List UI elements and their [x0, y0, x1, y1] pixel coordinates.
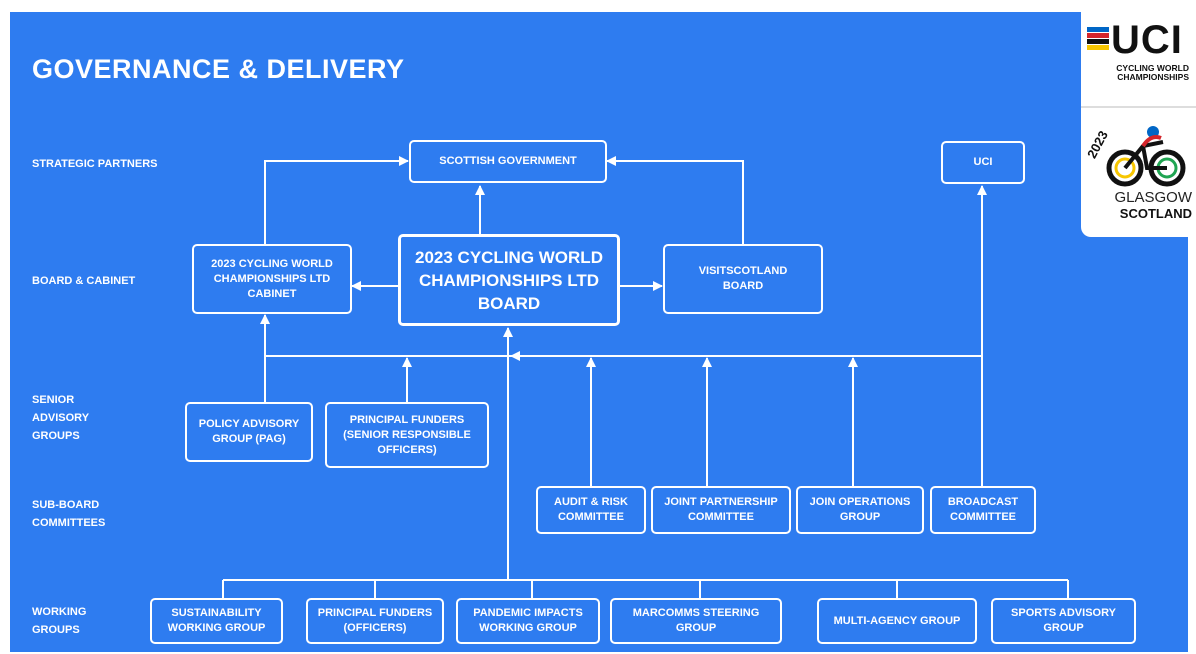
logo-divider — [1081, 106, 1196, 108]
logo-country: SCOTLAND — [1119, 206, 1192, 221]
logo-subtitle: CYCLING WORLD CHAMPIONSHIPS — [1116, 63, 1189, 82]
stripe — [1087, 39, 1109, 44]
node-sustainability-working-group: SUSTAINABILITY WORKING GROUP — [150, 598, 283, 644]
node-marcomms-steering-group: MARCOMMS STEERING GROUP — [610, 598, 782, 644]
node-board: 2023 CYCLING WORLD CHAMPIONSHIPS LTD BOA… — [398, 234, 620, 326]
node-join-operations-group: JOIN OPERATIONS GROUP — [796, 486, 924, 534]
connector-lines — [222, 156, 1069, 598]
node-scottish-government: SCOTTISH GOVERNMENT — [409, 140, 607, 183]
diagram-panel: GOVERNANCE & DELIVERY STRATEGIC PARTNERS… — [10, 12, 1188, 652]
node-joint-partnership-committee: JOINT PARTNERSHIP COMMITTEE — [651, 486, 791, 534]
uci-championships-logo: UCI CYCLING WORLD CHAMPIONSHIPS 2023 GLA… — [1081, 12, 1196, 237]
rainbow-stripes-icon — [1087, 27, 1109, 55]
node-pandemic-impacts-working-group: PANDEMIC IMPACTS WORKING GROUP — [456, 598, 600, 644]
logo-brand: UCI — [1111, 18, 1183, 62]
line-visitscotland-to-government — [606, 156, 744, 244]
node-cabinet: 2023 CYCLING WORLD CHAMPIONSHIPS LTD CAB… — [192, 244, 352, 314]
row-label-senior: SENIOR ADVISORY GROUPS — [32, 394, 90, 442]
node-audit-risk-committee: AUDIT & RISK COMMITTEE — [536, 486, 646, 534]
line-cabinet-to-government — [264, 156, 409, 244]
node-policy-advisory-group: POLICY ADVISORY GROUP (PAG) — [185, 402, 313, 462]
row-label-strategic: STRATEGIC PARTNERS — [32, 158, 158, 170]
node-uci: UCI — [941, 141, 1025, 184]
row-label-subboard: SUB-BOARD COMMITTEES — [32, 499, 106, 529]
node-principal-funders-sro: PRINCIPAL FUNDERS (SENIOR RESPONSIBLE OF… — [325, 402, 489, 468]
page-title: GOVERNANCE & DELIVERY — [32, 54, 405, 84]
stripe — [1087, 27, 1109, 32]
node-principal-funders-officers: PRINCIPAL FUNDERS (OFFICERS) — [306, 598, 444, 644]
node-sports-advisory-group: SPORTS ADVISORY GROUP — [991, 598, 1136, 644]
cyclist-icon — [1106, 126, 1186, 187]
node-multi-agency-group: MULTI-AGENCY GROUP — [817, 598, 977, 644]
row-label-board: BOARD & CABINET — [32, 275, 136, 287]
node-visitscotland: VISITSCOTLAND BOARD — [663, 244, 823, 314]
row-label-working: WORKING GROUPS — [32, 606, 87, 636]
stripe — [1087, 33, 1109, 38]
stripe — [1087, 45, 1109, 50]
node-broadcast-committee: BROADCAST COMMITTEE — [930, 486, 1036, 534]
logo-city: GLASGOW — [1114, 189, 1192, 206]
